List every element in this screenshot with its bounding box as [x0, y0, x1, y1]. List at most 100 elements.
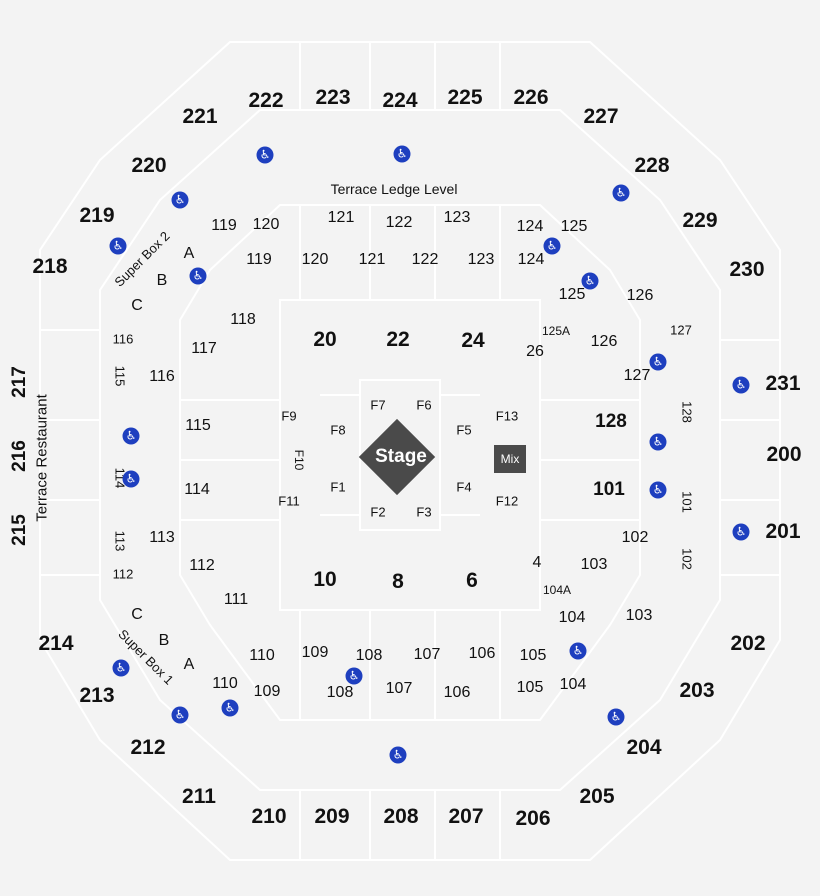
section-224[interactable]: 224: [382, 89, 418, 112]
section-125[interactable]: 125: [558, 286, 586, 303]
section-101-side[interactable]: 101: [679, 491, 695, 513]
section-119-upper-row[interactable]: 119: [211, 217, 237, 234]
section-206[interactable]: 206: [515, 807, 551, 830]
section-201[interactable]: 201: [765, 520, 801, 543]
section-10[interactable]: 10: [313, 568, 337, 591]
section-111[interactable]: 111: [223, 591, 249, 608]
section-215[interactable]: 215: [9, 514, 30, 546]
super-box-2-row-c[interactable]: C: [131, 297, 143, 314]
section-127-side[interactable]: 127: [670, 322, 692, 338]
section-106-lower-row[interactable]: 106: [443, 684, 471, 701]
section-213[interactable]: 213: [79, 684, 115, 707]
section-113[interactable]: 113: [149, 529, 175, 546]
floor-section-F7[interactable]: F7: [370, 397, 386, 413]
section-107-lower-row[interactable]: 107: [385, 680, 413, 697]
floor-section-F3[interactable]: F3: [416, 504, 432, 520]
section-103[interactable]: 103: [580, 556, 608, 573]
section-210[interactable]: 210: [251, 805, 287, 828]
section-116-side[interactable]: 116: [112, 331, 134, 347]
section-106[interactable]: 106: [468, 645, 496, 662]
floor-section-F13[interactable]: F13: [495, 408, 519, 424]
section-214[interactable]: 214: [38, 632, 74, 655]
section-203[interactable]: 203: [679, 679, 715, 702]
section-110-lower-row[interactable]: 110: [212, 675, 238, 692]
section-216[interactable]: 216: [9, 440, 30, 472]
section-217[interactable]: 217: [9, 366, 30, 398]
section-230[interactable]: 230: [729, 258, 765, 281]
section-102-side[interactable]: 102: [679, 548, 695, 570]
section-20[interactable]: 20: [313, 328, 337, 351]
super-box-1-row-a[interactable]: A: [183, 656, 195, 673]
section-101[interactable]: 101: [593, 479, 625, 500]
section-121-upper-row[interactable]: 121: [327, 209, 355, 226]
super-box-1-row-c[interactable]: C: [131, 606, 143, 623]
section-112[interactable]: 112: [189, 557, 215, 574]
floor-section-F10[interactable]: F10: [292, 449, 306, 471]
section-212[interactable]: 212: [130, 736, 166, 759]
super-box-2-row-b[interactable]: B: [156, 272, 168, 289]
section-102[interactable]: 102: [621, 529, 649, 546]
section-218[interactable]: 218: [32, 255, 68, 278]
section-231[interactable]: 231: [765, 372, 801, 395]
section-105-lower-row[interactable]: 105: [516, 679, 544, 696]
section-118[interactable]: 118: [230, 311, 256, 328]
section-24[interactable]: 24: [461, 329, 485, 352]
floor-section-F8[interactable]: F8: [330, 422, 346, 438]
section-127[interactable]: 127: [623, 367, 651, 384]
floor-section-F1[interactable]: F1: [330, 479, 346, 495]
section-122[interactable]: 122: [411, 251, 439, 268]
section-104[interactable]: 104: [559, 676, 587, 693]
section-110[interactable]: 110: [249, 647, 275, 664]
section-119[interactable]: 119: [246, 251, 272, 268]
section-109[interactable]: 109: [301, 644, 329, 661]
section-108[interactable]: 108: [355, 647, 383, 664]
section-112-side[interactable]: 112: [112, 566, 134, 582]
section-229[interactable]: 229: [682, 209, 718, 232]
section-120-upper-row[interactable]: 120: [252, 216, 280, 233]
floor-section-F2[interactable]: F2: [370, 504, 386, 520]
section-227[interactable]: 227: [583, 105, 619, 128]
section-204[interactable]: 204: [626, 736, 662, 759]
section-202[interactable]: 202: [730, 632, 766, 655]
section-123[interactable]: 123: [467, 251, 495, 268]
section-124[interactable]: 124: [517, 251, 545, 268]
section-117[interactable]: 117: [191, 340, 217, 357]
section-22[interactable]: 22: [386, 328, 410, 351]
section-200[interactable]: 200: [766, 443, 802, 466]
section-122-upper-row[interactable]: 122: [385, 214, 413, 231]
super-box-1-row-b[interactable]: B: [158, 632, 170, 649]
section-105[interactable]: 105: [519, 647, 547, 664]
section-121[interactable]: 121: [358, 251, 386, 268]
section-123-upper-row[interactable]: 123: [443, 209, 471, 226]
section-115[interactable]: 115: [185, 417, 211, 434]
section-108-lower-row[interactable]: 108: [326, 684, 354, 701]
section-221[interactable]: 221: [182, 105, 218, 128]
section-113-side[interactable]: 113: [112, 530, 128, 552]
section-205[interactable]: 205: [579, 785, 615, 808]
section-211[interactable]: 211: [182, 785, 216, 808]
section-107[interactable]: 107: [413, 646, 441, 663]
floor-section-F12[interactable]: F12: [495, 493, 519, 509]
section-104-upper[interactable]: 104: [558, 609, 586, 626]
section-6[interactable]: 6: [466, 569, 478, 592]
section-8[interactable]: 8: [392, 570, 404, 593]
section-125-upper-row[interactable]: 125: [560, 218, 588, 235]
section-116[interactable]: 116: [149, 368, 175, 385]
section-128[interactable]: 128: [595, 411, 627, 432]
section-226[interactable]: 226: [513, 86, 549, 109]
super-box-2-row-a[interactable]: A: [183, 245, 195, 262]
section-104A[interactable]: 104A: [542, 583, 572, 597]
floor-section-F4[interactable]: F4: [456, 479, 472, 495]
floor-section-F6[interactable]: F6: [416, 397, 432, 413]
section-4[interactable]: 4: [532, 554, 542, 571]
floor-section-F11[interactable]: F11: [278, 493, 300, 509]
section-124-upper-row[interactable]: 124: [516, 218, 544, 235]
section-220[interactable]: 220: [131, 154, 167, 177]
section-115-side[interactable]: 115: [112, 365, 128, 387]
section-207[interactable]: 207: [448, 805, 484, 828]
section-126[interactable]: 126: [590, 333, 618, 350]
section-209[interactable]: 209: [314, 805, 350, 828]
section-114[interactable]: 114: [184, 481, 210, 498]
section-225[interactable]: 225: [447, 86, 483, 109]
section-126-upper[interactable]: 126: [626, 287, 654, 304]
